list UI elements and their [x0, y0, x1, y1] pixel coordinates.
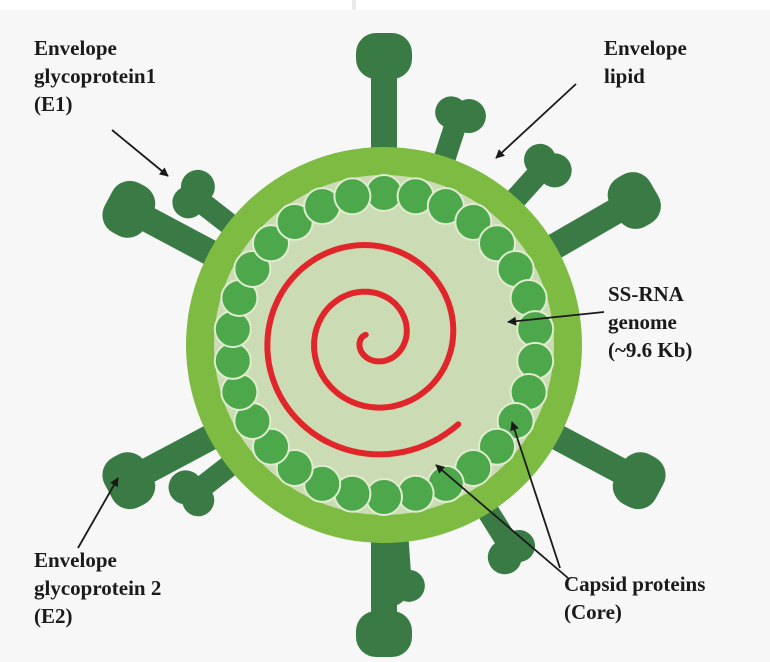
capsid-protein: [398, 476, 434, 512]
label-line: SS-RNA: [608, 280, 692, 308]
label-line: lipid: [604, 62, 687, 90]
label-line: (~9.6 Kb): [608, 336, 692, 364]
capsid-protein: [366, 479, 402, 515]
label-line: Envelope: [34, 546, 161, 574]
label-envelope-glycoprotein-1: Envelope glycoprotein1 (E1): [34, 34, 156, 118]
label-line: (E2): [34, 602, 161, 630]
annotation-arrow: [112, 130, 168, 176]
label-line: Envelope: [34, 34, 156, 62]
label-line: genome: [608, 308, 692, 336]
label-capsid-proteins: Capsid proteins (Core): [564, 570, 705, 626]
capsid-protein: [517, 343, 553, 379]
label-ss-rna-genome: SS-RNA genome (~9.6 Kb): [608, 280, 692, 364]
capsid-protein: [334, 178, 370, 214]
capsid-protein: [215, 343, 251, 379]
annotation-arrow: [78, 478, 118, 548]
glycoprotein-e2-spike: [356, 33, 412, 163]
capsid-protein: [517, 311, 553, 347]
capsid-protein: [511, 280, 547, 316]
capsid-protein: [366, 175, 402, 211]
label-line: Envelope: [604, 34, 687, 62]
capsid-protein: [215, 311, 251, 347]
label-line: (Core): [564, 598, 705, 626]
capsid-protein: [221, 374, 257, 410]
label-envelope-lipid: Envelope lipid: [604, 34, 687, 90]
label-line: glycoprotein1: [34, 62, 156, 90]
label-line: glycoprotein 2: [34, 574, 161, 602]
label-envelope-glycoprotein-2: Envelope glycoprotein 2 (E2): [34, 546, 161, 630]
label-line: (E1): [34, 90, 156, 118]
label-line: Capsid proteins: [564, 570, 705, 598]
